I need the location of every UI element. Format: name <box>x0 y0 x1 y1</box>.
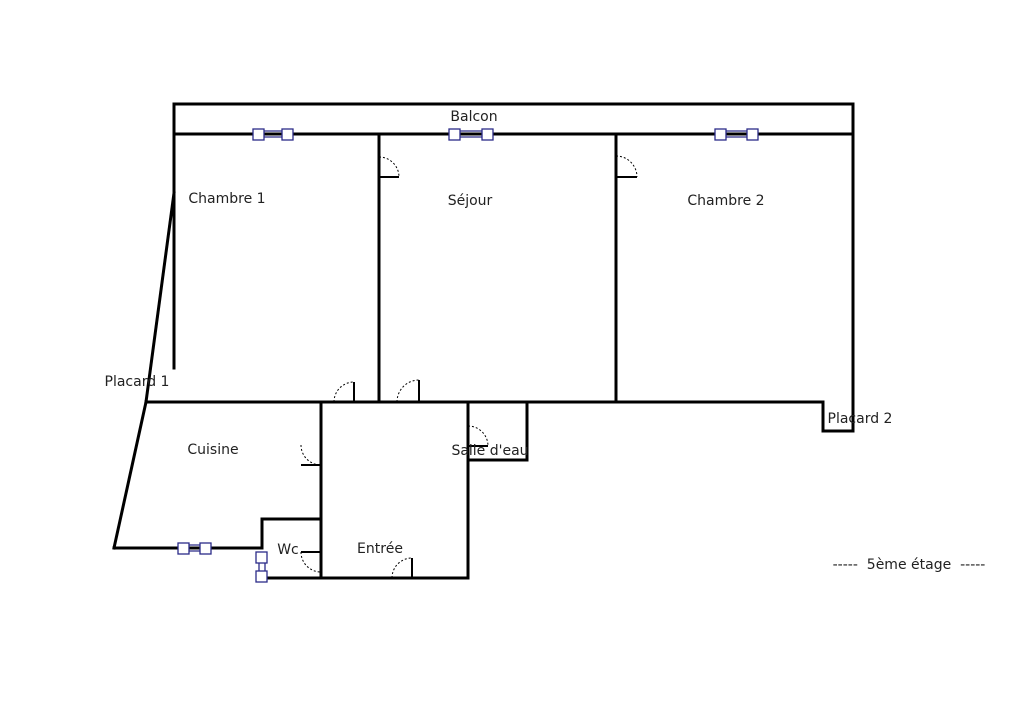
label-etage: ----- 5ème étage ----- <box>833 557 986 573</box>
window-cuisine <box>177 542 212 555</box>
window-sejour <box>448 128 494 141</box>
door-chambre2 <box>615 155 638 178</box>
door-sejour-left <box>378 156 400 178</box>
interior-walls <box>260 132 855 580</box>
door-sejour-bottom <box>396 379 420 403</box>
label-sejour: Séjour <box>448 193 493 209</box>
label-chambre1: Chambre 1 <box>188 191 265 207</box>
door-entree <box>391 557 413 579</box>
label-placard2: Placard 2 <box>828 411 893 427</box>
window-chambre1 <box>252 128 294 141</box>
window-chambre2 <box>714 128 759 141</box>
door-salle-eau <box>467 425 489 447</box>
doors <box>300 155 638 579</box>
door-cuisine <box>300 444 322 466</box>
label-entree: Entrée <box>357 541 403 557</box>
windows <box>177 128 759 583</box>
label-wc: Wc <box>277 542 299 558</box>
label-chambre2: Chambre 2 <box>687 193 764 209</box>
label-cuisine: Cuisine <box>187 442 238 458</box>
window-wc <box>255 551 268 583</box>
label-balcon: Balcon <box>450 109 497 125</box>
label-salle-eau: Salle d'eau <box>451 443 528 459</box>
door-wc <box>300 551 322 573</box>
door-chambre1 <box>333 381 355 403</box>
label-placard1: Placard 1 <box>105 374 170 390</box>
room-labels: Balcon Chambre 1 Séjour Chambre 2 Placar… <box>105 109 986 573</box>
balcony <box>172 102 855 136</box>
